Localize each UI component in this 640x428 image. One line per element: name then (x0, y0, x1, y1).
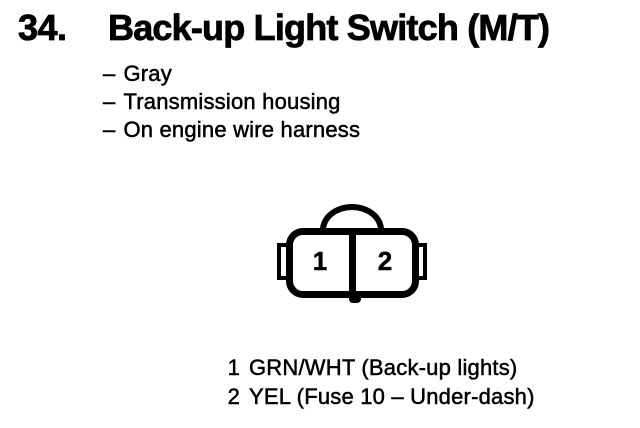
dash-bullet: – (103, 117, 116, 143)
connector-body (286, 228, 419, 298)
detail-item: –Gray (103, 60, 360, 88)
connector-latch-arch (320, 204, 384, 230)
detail-item-text: Gray (123, 61, 172, 87)
detail-item: –Transmission housing (103, 88, 360, 116)
connector-cavity-divider (349, 228, 356, 298)
section-number: 34. (18, 7, 68, 49)
detail-item-text: On engine wire harness (123, 117, 361, 143)
connector-tab-right (414, 243, 427, 280)
scan-ink-smudge (349, 295, 361, 303)
legend-row: 2 YEL (Fuse 10 – Under-dash) (210, 382, 535, 411)
connector-tab-left (277, 243, 290, 280)
dash-bullet: – (103, 61, 116, 87)
dash-bullet: – (103, 89, 116, 115)
cavity-2-number: 2 (377, 246, 393, 277)
legend-pin-number: 1 (227, 355, 240, 381)
detail-item-text: Transmission housing (123, 89, 341, 115)
pin-legend: 1 GRN/WHT (Back-up lights) 2 YEL (Fuse 1… (210, 353, 535, 411)
detail-item: –On engine wire harness (103, 116, 361, 144)
detail-list: –Gray –Transmission housing –On engine w… (103, 60, 361, 144)
page-title: Back-up Light Switch (M/T) (108, 7, 551, 49)
cavity-1-number: 1 (312, 246, 328, 277)
legend-pin-label: GRN/WHT (Back-up lights) (249, 355, 518, 381)
legend-pin-number: 2 (227, 384, 240, 410)
legend-pin-label: YEL (Fuse 10 – Under-dash) (249, 384, 535, 410)
legend-row: 1 GRN/WHT (Back-up lights) (210, 353, 535, 382)
